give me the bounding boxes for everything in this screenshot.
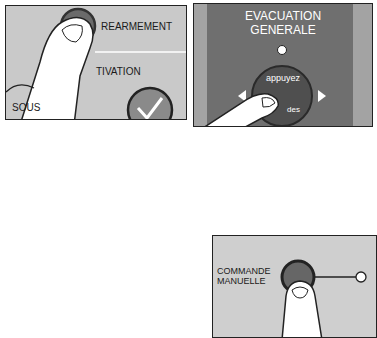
reset-panel: REARMEMENT TIVATION SOUS [5,5,187,120]
manual-panel: COMMANDE MANUELLE [212,235,377,338]
reset-panel-art [5,5,187,120]
evacuation-panel-art [193,3,373,127]
manual-panel-art [212,235,377,338]
button-text: appuyez [258,73,308,83]
button-text: des [287,105,307,114]
button-label: COMMANDE MANUELLE [217,266,283,287]
evacuation-panel: EVACUATION GENERALE appuyez des [193,3,373,127]
partial-label: SOUS [12,102,40,114]
partial-label: TIVATION [96,66,176,78]
push-button: appuyez des [253,67,313,127]
button-label: REARMEMENT [101,21,185,33]
panel-heading: EVACUATION GENERALE [223,10,343,38]
